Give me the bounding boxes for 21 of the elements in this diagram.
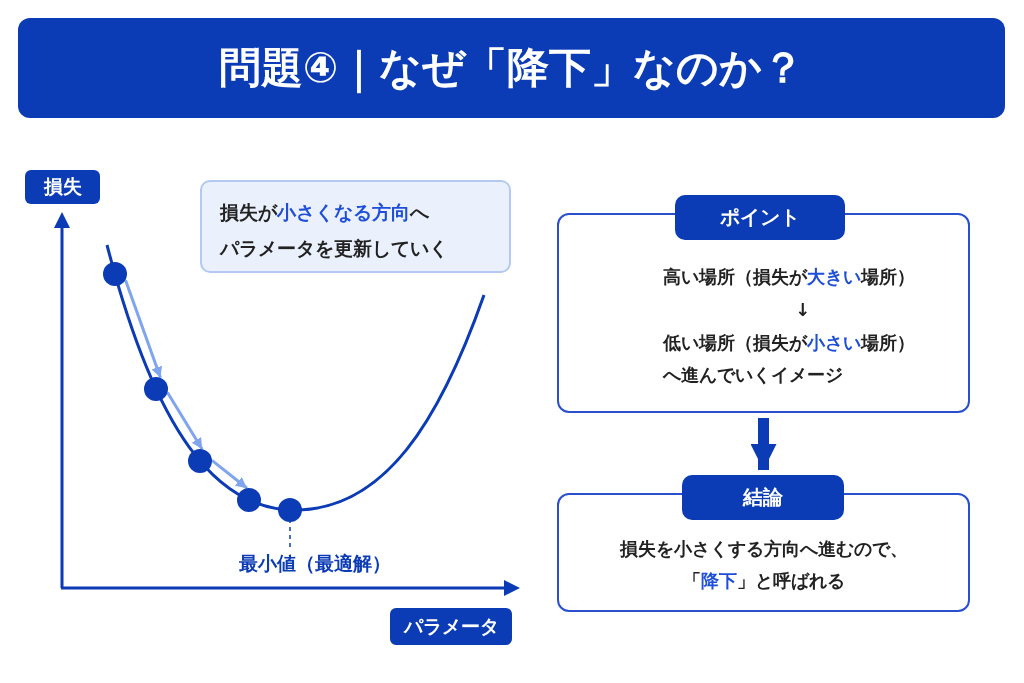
ball: [144, 376, 168, 401]
axis-label: パラメータ: [390, 608, 512, 645]
axis-label: 損失: [25, 170, 100, 204]
speech-box: 損失が小さくなる方向へパラメータを更新していく: [200, 180, 511, 273]
ball: [237, 488, 261, 513]
conclusion-text: 損失を小さくする方向へ進むので、「降下」と呼ばれる: [618, 537, 909, 593]
ball: [103, 262, 127, 287]
title-banner: 問題④｜なぜ「降下」なのか？: [18, 18, 1005, 118]
minimum-label: 最小値（最適解）: [222, 547, 408, 579]
heading-tab: 結論: [682, 475, 844, 520]
arrow: [750, 418, 777, 470]
ball: [278, 497, 302, 522]
ball: [188, 449, 212, 473]
panel-text: 低い場所（損失が小さい場所）へ進んでいくイメージ: [663, 331, 915, 387]
panel-text: 高い場所（損失が大きい場所）: [663, 265, 915, 289]
arrow: [124, 279, 162, 379]
arrow: [166, 391, 204, 450]
leader-line: [289, 521, 291, 548]
heading-tab: ポイント: [675, 195, 845, 240]
arrow: [211, 459, 248, 490]
arrow-text: ↓: [795, 298, 811, 322]
